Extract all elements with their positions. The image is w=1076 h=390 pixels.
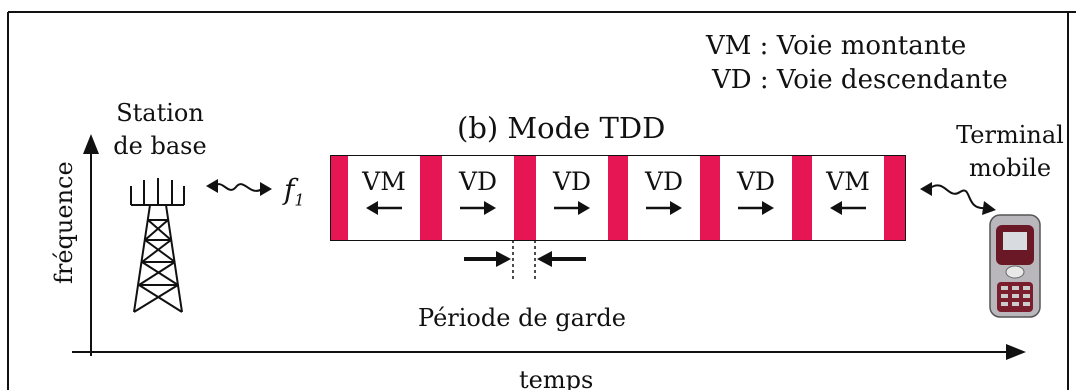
guard-band (884, 156, 905, 240)
frequency-symbol: f (284, 173, 295, 206)
guard-band (792, 156, 812, 240)
arrow-right-icon (554, 201, 590, 215)
slot-code-label: VD (458, 167, 498, 196)
terminal-link-arrow (920, 182, 996, 215)
mobile-phone-icon (989, 214, 1041, 318)
y-axis-label: fréquence (50, 161, 78, 284)
station-link-arrow (206, 179, 272, 196)
station-label: Station de base (100, 101, 220, 158)
station-label-line2: de base (113, 132, 207, 160)
slot-code-label: VD (736, 167, 776, 196)
tdd-slot: VD (536, 156, 608, 240)
tdd-slot: VM (812, 156, 884, 240)
terminal-label-line2: mobile (968, 154, 1052, 182)
tdd-slot: VD (628, 156, 700, 240)
diagram-title: (b) Mode TDD (457, 111, 666, 145)
terminal-label: Terminal mobile (950, 123, 1070, 180)
arrow-left-icon (830, 201, 866, 215)
terminal-label-line1: Terminal (956, 121, 1064, 149)
legend-vd: VD : Voie descendante (712, 65, 1008, 95)
x-axis-label: temps (519, 366, 594, 390)
guard-band (420, 156, 442, 240)
guard-band (331, 156, 348, 240)
arrow-right-icon (646, 201, 682, 215)
tdd-slot: VD (720, 156, 792, 240)
slot-code-label: VD (644, 167, 684, 196)
station-label-line1: Station (116, 99, 204, 127)
frequency-subscript: 1 (294, 190, 305, 210)
slot-code-label: VD (552, 167, 592, 196)
slot-code-label: VM (826, 167, 870, 196)
guard-band (608, 156, 628, 240)
guard-period-indicator (464, 240, 586, 280)
x-axis-arrowhead (1006, 344, 1026, 360)
slot-code-label: VM (362, 167, 406, 196)
arrow-left-icon (366, 201, 402, 215)
frequency-label: f1 (284, 176, 305, 209)
guard-period-label: Période de garde (418, 304, 626, 332)
tdd-slot: VD (442, 156, 514, 240)
arrow-right-icon (738, 201, 774, 215)
tdd-slot: VM (348, 156, 420, 240)
guard-band (700, 156, 720, 240)
guard-band (514, 156, 536, 240)
y-axis-arrowhead (83, 134, 99, 154)
base-station-tower-icon (130, 178, 185, 313)
legend-vm: VM : Voie montante (706, 31, 967, 61)
arrow-right-icon (460, 201, 496, 215)
